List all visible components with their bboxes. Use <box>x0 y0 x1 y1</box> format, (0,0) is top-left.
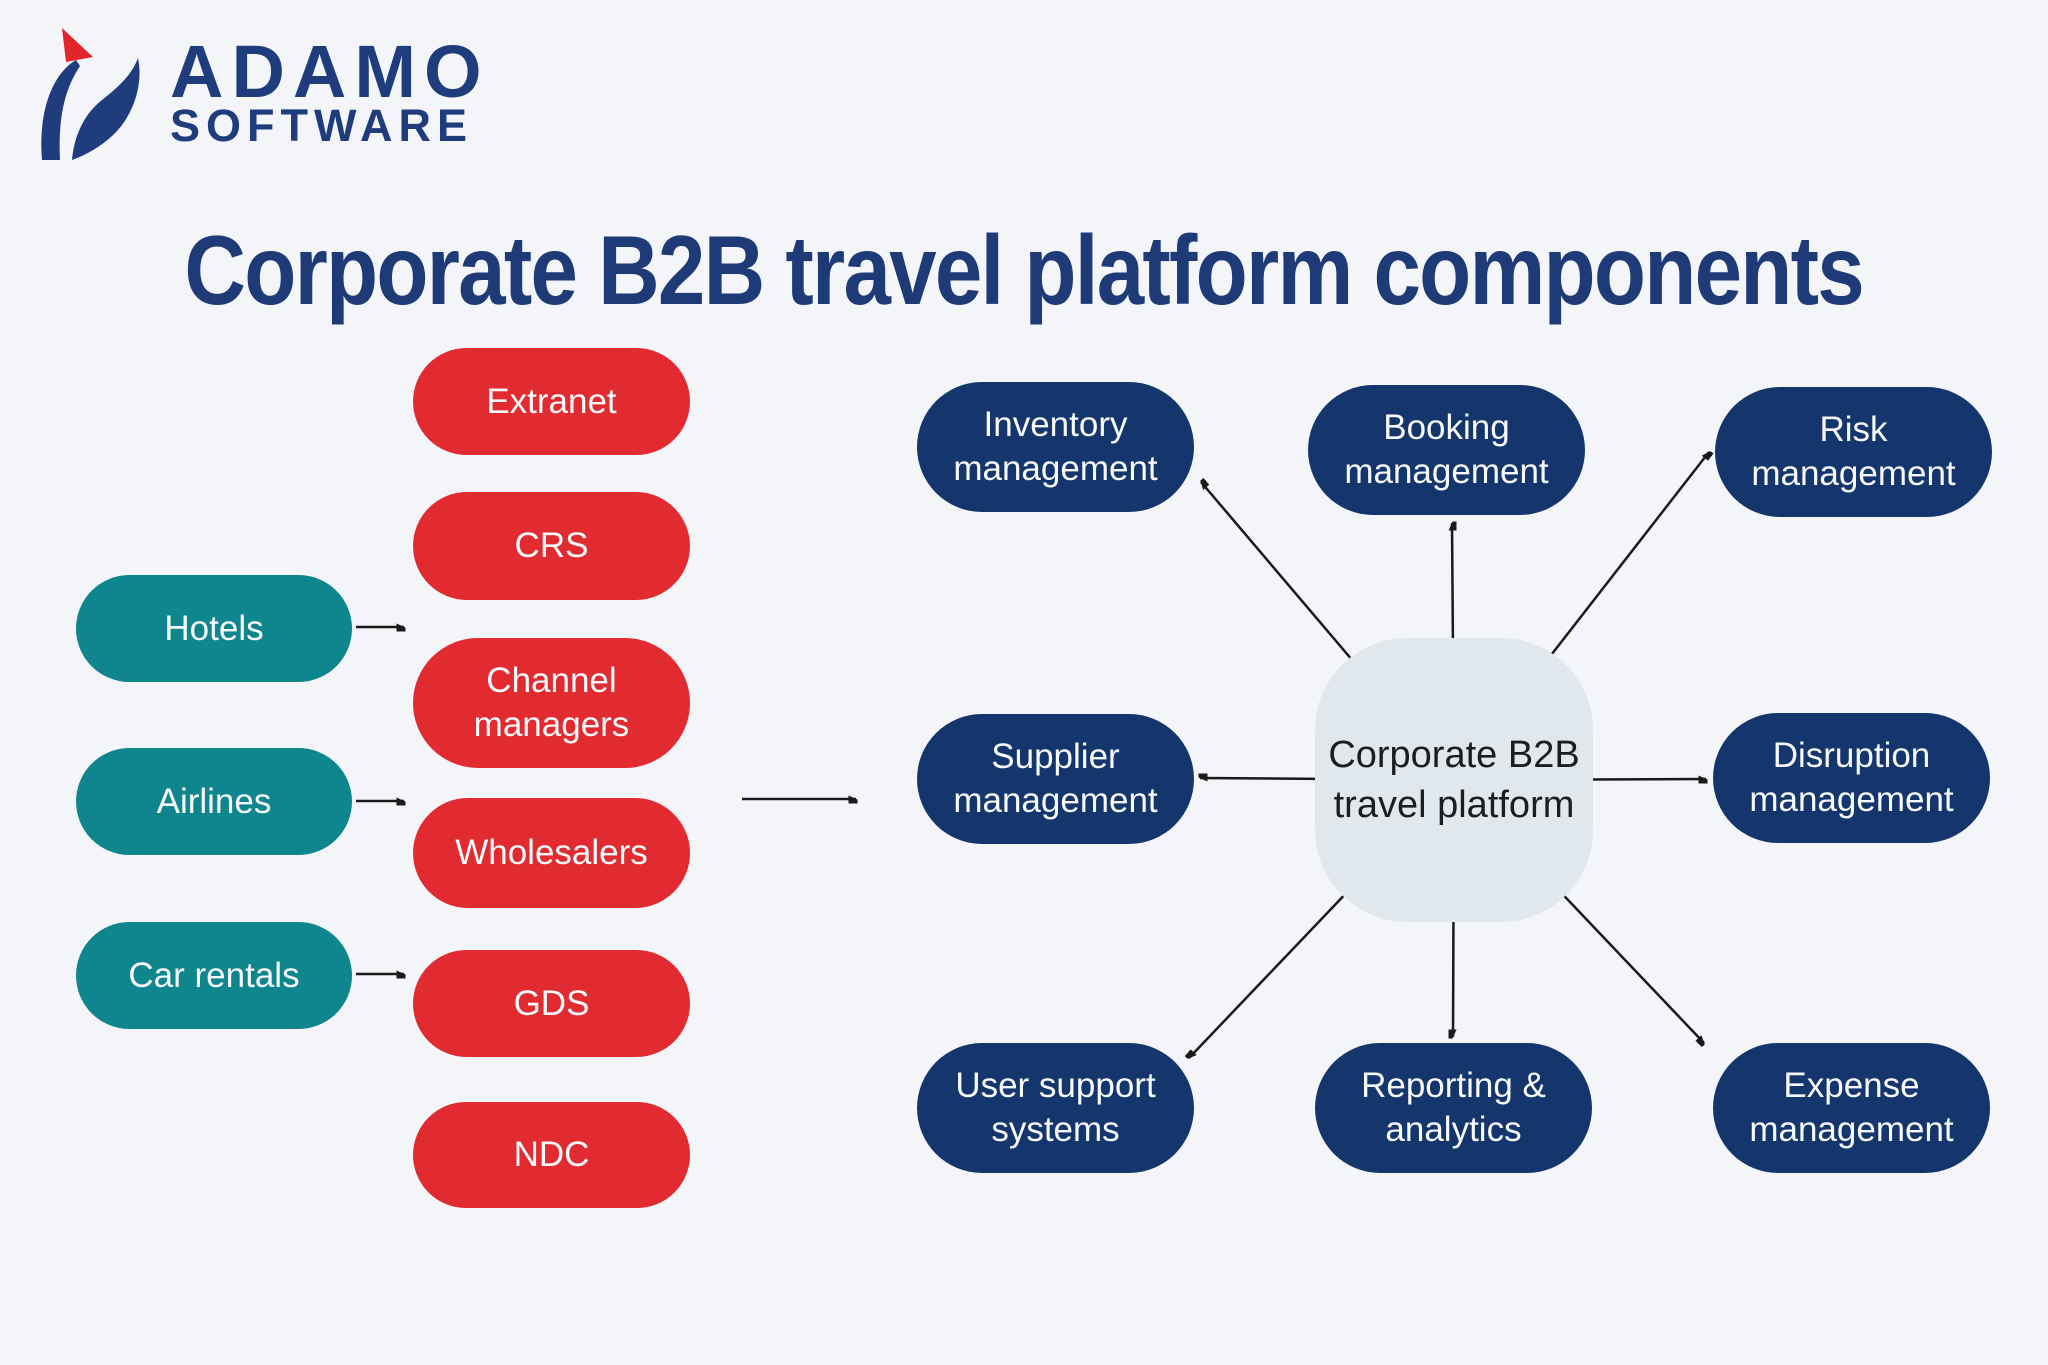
page-title: Corporate B2B travel platform components <box>184 215 1865 325</box>
supplier-node-car-rentals: Car rentals <box>76 922 352 1029</box>
supplier-node-airlines: Airlines <box>76 748 352 855</box>
component-node-risk-management: Risk management <box>1715 387 1992 517</box>
channel-node-gds: GDS <box>413 950 690 1057</box>
logo-brand-name: ADAMO <box>170 30 490 113</box>
logo-brand-sub: SOFTWARE <box>170 100 473 151</box>
sail-logo-icon <box>41 28 140 160</box>
channel-node-extranet: Extranet <box>413 348 690 455</box>
component-node-supplier-management: Supplier management <box>917 714 1194 844</box>
component-node-reporting-analytics: Reporting & analytics <box>1315 1043 1592 1173</box>
supplier-node-hotels: Hotels <box>76 575 352 682</box>
component-node-expense-management: Expense management <box>1713 1043 1990 1173</box>
channel-node-wholesalers: Wholesalers <box>413 798 690 908</box>
hub-node-corporate-b2b-travel-platform: Corporate B2B travel platform <box>1315 638 1593 922</box>
channel-node-crs: CRS <box>413 492 690 600</box>
logo-text: ADAMO SOFTWARE <box>170 30 490 151</box>
component-node-inventory-management: Inventory management <box>917 382 1194 512</box>
component-node-user-support-systems: User support systems <box>917 1043 1194 1173</box>
component-node-disruption-management: Disruption management <box>1713 713 1990 843</box>
component-node-booking-management: Booking management <box>1308 385 1585 515</box>
channel-node-channel-managers: Channel managers <box>413 638 690 768</box>
channel-node-ndc: NDC <box>413 1102 690 1208</box>
adamo-logo: ADAMO SOFTWARE <box>28 24 490 162</box>
